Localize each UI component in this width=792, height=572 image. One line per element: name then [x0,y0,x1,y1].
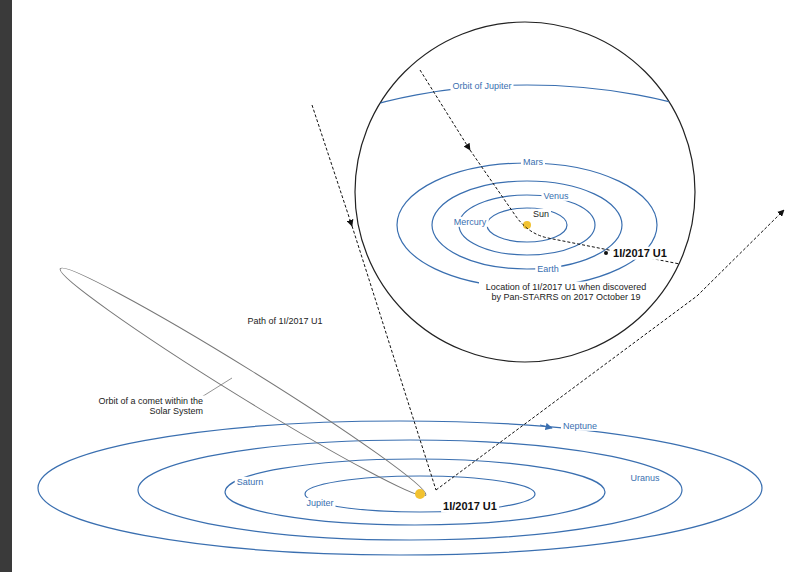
object-label: 1I/2017 U1 [441,500,499,513]
planet-label: Uranus [628,473,661,483]
discovery-point [604,251,608,255]
zoom-circle [355,22,695,362]
sun-symbol [415,489,425,499]
note-label: Sun [531,209,551,219]
outer-orbits [38,421,762,555]
planet-label: Jupiter [304,498,335,508]
planet-label: Saturn [235,477,266,487]
planet-label: Orbit of Jupiter [450,81,513,91]
object-label: 1I/2017 U1 [611,247,669,260]
inner-orbits [227,85,792,365]
planet-label: Mars [521,157,545,167]
note-label: Path of 1I/2017 U1 [245,316,324,326]
object-path-exit [697,210,784,296]
planet-label: Earth [535,264,561,274]
dark-edge [0,0,12,572]
planet-label: Mercury [452,217,489,227]
orbit-direction [540,425,552,428]
note-label: Location of 1I/2017 U1 when discovered b… [479,282,653,303]
comet-orbit [53,257,433,507]
planet-label: Neptune [561,421,599,431]
note-label: Orbit of a comet within the Solar System [91,396,205,417]
planet-label: Venus [541,191,570,201]
object-path-zoom [420,70,700,268]
